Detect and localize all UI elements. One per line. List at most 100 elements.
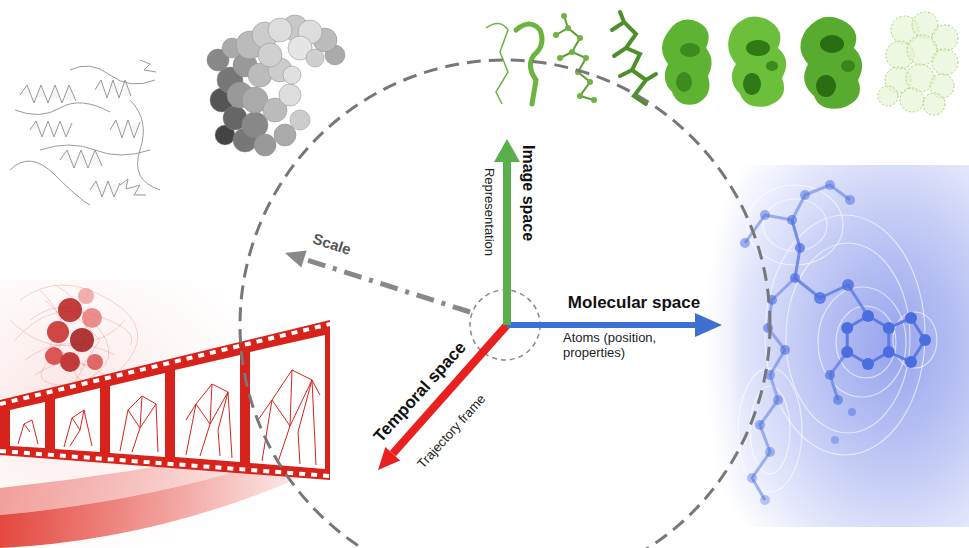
molecule-field-part-part bbox=[752, 278, 795, 500]
representation-series-part bbox=[662, 20, 712, 105]
axis-caption: Representation bbox=[482, 168, 497, 256]
axes-part bbox=[240, 60, 770, 548]
protein-spacefill-part bbox=[268, 18, 292, 42]
trajectory-film-part-part bbox=[10, 402, 45, 448]
protein-ribbon-part bbox=[40, 145, 150, 155]
trajectory-film-part-part bbox=[10, 320, 125, 346]
trajectory-film-part-part bbox=[55, 388, 100, 452]
representation-series-part bbox=[728, 16, 786, 106]
molecule-field-part-part bbox=[786, 243, 910, 433]
protein-ribbon-part bbox=[15, 103, 110, 115]
representation-series-part bbox=[516, 24, 542, 104]
trajectory-film-part-part bbox=[175, 355, 240, 462]
representation-series-part-part bbox=[577, 35, 583, 41]
protein-ribbon-part bbox=[20, 85, 76, 103]
trajectory-film-part-part bbox=[45, 347, 63, 365]
molecule-field-part-part bbox=[773, 395, 783, 405]
trajectory-film-part-part bbox=[120, 396, 158, 452]
molecule-field-part-part bbox=[905, 356, 917, 368]
molecule-field-part-part bbox=[738, 368, 802, 492]
molecule-field-part-part bbox=[814, 292, 826, 304]
molecule-field-part-part bbox=[765, 447, 775, 457]
protein-ribbon-part bbox=[60, 150, 102, 168]
molecule-field-part-part bbox=[760, 495, 770, 505]
protein-spacefill-part bbox=[254, 134, 276, 156]
representation-series-part bbox=[766, 61, 778, 71]
representation-series-part bbox=[553, 13, 597, 103]
trajectory-film-part-part bbox=[64, 410, 92, 447]
representation-series-part-part bbox=[565, 25, 571, 31]
representation-series-part-part bbox=[591, 97, 597, 103]
molecule-field-part-part bbox=[893, 312, 937, 368]
axes-part bbox=[378, 447, 400, 470]
molecule-field-part-part bbox=[847, 316, 889, 364]
representation-series-part-part bbox=[583, 55, 589, 61]
trajectory-film-part-part bbox=[78, 288, 94, 304]
molecule-field-part-part bbox=[862, 358, 874, 370]
representation-series-part-part bbox=[569, 49, 575, 55]
molecule-field bbox=[700, 165, 969, 527]
molecule-field-part-part bbox=[848, 408, 856, 416]
molecule-field-part-part bbox=[787, 215, 797, 225]
protein-spacefill-part bbox=[306, 49, 324, 67]
representation-series-part-part bbox=[923, 93, 945, 115]
molecule-field-part-part bbox=[833, 395, 843, 405]
molecule-field-part-part bbox=[862, 310, 874, 322]
representation-series-part bbox=[746, 40, 770, 56]
representation-series-part bbox=[878, 12, 958, 115]
axis-label: Image space bbox=[519, 145, 537, 241]
trajectory-film-part-part bbox=[70, 328, 94, 352]
representation-series bbox=[486, 12, 958, 115]
representation-series-part bbox=[676, 72, 692, 92]
molecule-field-part-part bbox=[842, 279, 854, 291]
protein-ribbon-part bbox=[90, 181, 120, 197]
molecule-field-part-part bbox=[792, 220, 868, 316]
protein-ribbon bbox=[10, 60, 160, 205]
trajectory-film-part-part bbox=[47, 321, 69, 343]
protein-spacefill-part bbox=[283, 66, 301, 84]
trajectory-film-part-part bbox=[18, 420, 38, 444]
trajectory-film-part-part bbox=[87, 354, 103, 370]
representation-series-part bbox=[820, 35, 844, 53]
molecule-field-part-part bbox=[800, 190, 810, 200]
protein-ribbon-part bbox=[30, 121, 72, 137]
molecule-field-part-part bbox=[883, 346, 895, 358]
axes-part bbox=[503, 160, 511, 325]
trajectory-film-part-part bbox=[110, 373, 165, 457]
molecule-field-part bbox=[740, 180, 931, 505]
molecule-field-part-part bbox=[905, 312, 917, 324]
trajectory-film-part bbox=[0, 320, 330, 480]
axes-part bbox=[695, 313, 722, 337]
molecule-field-part-part bbox=[755, 420, 765, 430]
trajectory-film-part-part bbox=[82, 308, 102, 328]
axes-part bbox=[285, 250, 307, 267]
axis-caption: Trajectory frame bbox=[415, 392, 489, 472]
representation-series-part bbox=[556, 16, 594, 100]
representation-series-part-part bbox=[577, 93, 583, 99]
trajectory-film-part bbox=[10, 335, 325, 469]
trajectory-film bbox=[0, 280, 340, 548]
molecule-field-part bbox=[700, 165, 740, 527]
representation-series-part bbox=[680, 43, 700, 57]
representation-series-part-part bbox=[878, 86, 898, 106]
protein-ribbon-part bbox=[130, 100, 160, 190]
protein-ribbon-part bbox=[10, 161, 90, 205]
molecule-field-part-part bbox=[750, 386, 790, 474]
molecule-field-part-part bbox=[740, 238, 750, 248]
molecule-field-part-part bbox=[825, 370, 835, 380]
molecule-field-part-part bbox=[790, 273, 800, 283]
representation-series-part-part bbox=[587, 79, 593, 85]
axes bbox=[240, 60, 770, 548]
protein-spacefill-part bbox=[290, 110, 310, 130]
protein-ribbon-part bbox=[140, 60, 156, 72]
protein-ribbon-part bbox=[70, 66, 155, 84]
protein-spacefill-part bbox=[279, 84, 301, 106]
representation-series-part-part bbox=[906, 64, 934, 92]
representation-series-part-part bbox=[553, 32, 559, 38]
molecule-field-part-part bbox=[845, 195, 855, 205]
molecule-field-part bbox=[745, 185, 925, 500]
representation-series-part bbox=[486, 23, 508, 104]
molecule-field-part-part bbox=[763, 199, 827, 251]
trajectory-film-part bbox=[45, 288, 103, 372]
